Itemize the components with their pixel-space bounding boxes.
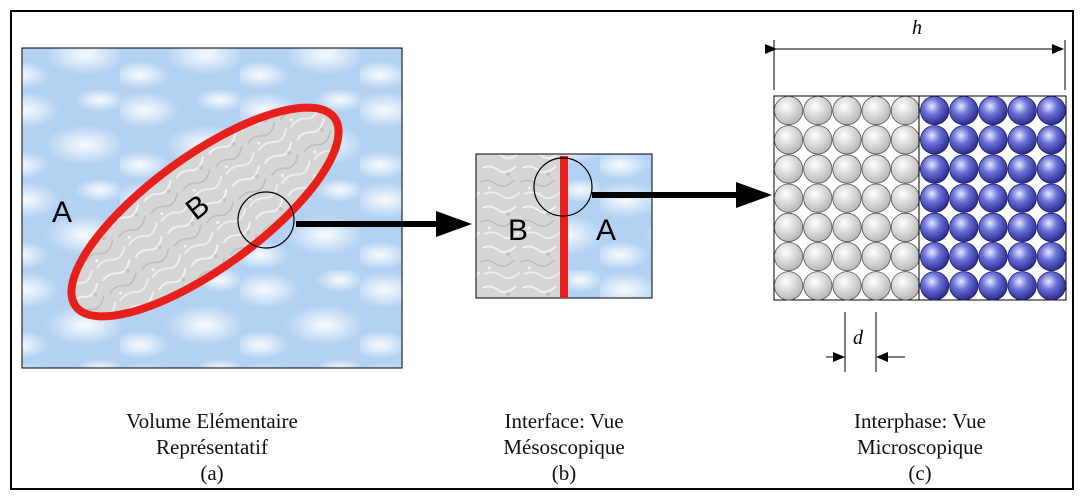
arrow-right-icon xyxy=(592,182,772,208)
particle-blue xyxy=(949,183,979,213)
particle-grey xyxy=(861,242,891,272)
particle-blue xyxy=(949,154,979,184)
particle-blue xyxy=(1007,125,1037,155)
particle-blue xyxy=(949,125,979,155)
particle-grey xyxy=(803,242,833,272)
caption-c-tag: (c) xyxy=(908,461,932,485)
particle-grey xyxy=(832,96,862,126)
dimension-d-label: d xyxy=(853,327,864,349)
particle-grey xyxy=(861,154,891,184)
arrow-right-icon xyxy=(296,211,472,237)
caption-b-line2: Mésoscopique xyxy=(503,435,625,459)
particle-grey xyxy=(832,154,862,184)
panel-a-rve: A B xyxy=(21,47,403,369)
particle-blue xyxy=(919,242,950,272)
particle-blue xyxy=(919,212,950,242)
particle-blue xyxy=(919,183,950,213)
particle-grey xyxy=(890,154,921,184)
particle-blue xyxy=(949,96,979,126)
particle-grey xyxy=(890,212,921,242)
particle-grey xyxy=(832,125,862,155)
particle-blue xyxy=(978,125,1008,155)
caption-a-tag: (a) xyxy=(200,461,224,485)
particle-grey xyxy=(832,183,862,213)
particle-grey xyxy=(861,271,891,301)
particle-grey xyxy=(773,125,804,155)
particle-blue xyxy=(1036,183,1067,213)
particle-blue xyxy=(978,212,1008,242)
interface-side-a xyxy=(564,154,652,298)
zoom-circle-icon xyxy=(533,157,593,217)
particle-grey xyxy=(861,212,891,242)
particle-blue xyxy=(1007,242,1037,272)
caption-c-line1: Interphase: Vue xyxy=(854,409,986,433)
caption-c: Interphase: Vue Microscopique (c) xyxy=(780,408,1060,486)
dimension-h-label: h xyxy=(912,17,922,39)
particle-grey xyxy=(890,271,921,301)
particle-grey xyxy=(803,183,833,213)
particle-grey xyxy=(803,271,833,301)
particle-blue xyxy=(1007,96,1037,126)
inclusion-ellipse xyxy=(67,103,343,321)
particle-grey xyxy=(890,242,921,272)
particle-grey xyxy=(861,183,891,213)
label-matrix-a: A xyxy=(52,196,72,229)
particle-grey xyxy=(832,271,862,301)
particle-blue xyxy=(919,125,950,155)
caption-b: Interface: Vue Mésoscopique (b) xyxy=(444,408,684,486)
particle-grey xyxy=(890,96,921,126)
particle-blue xyxy=(1007,271,1037,301)
particle-grey xyxy=(773,183,804,213)
particle-blue xyxy=(949,242,979,272)
label-a: A xyxy=(596,214,616,247)
zoom-circle-icon xyxy=(237,191,295,249)
particle-blue xyxy=(1036,154,1067,184)
particle-blue xyxy=(978,96,1008,126)
particle-blue xyxy=(1036,96,1067,126)
interface-side-b xyxy=(476,154,564,298)
particle-blue xyxy=(919,96,950,126)
particle-grey xyxy=(773,242,804,272)
panel-b-interface: B A xyxy=(475,153,653,299)
particle-grid xyxy=(773,96,1067,301)
particle-grey xyxy=(861,96,891,126)
particle-grey xyxy=(832,212,862,242)
particle-grey xyxy=(890,183,921,213)
particle-grey xyxy=(803,96,833,126)
particle-grey xyxy=(773,271,804,301)
caption-a-line2: Représentatif xyxy=(156,435,268,459)
particle-blue xyxy=(978,271,1008,301)
particle-blue xyxy=(978,242,1008,272)
particle-blue xyxy=(1036,125,1067,155)
caption-a-line1: Volume Elémentaire xyxy=(126,409,298,433)
particle-blue xyxy=(1007,154,1037,184)
caption-b-line1: Interface: Vue xyxy=(504,409,624,433)
particle-blue xyxy=(1036,212,1067,242)
particle-grey xyxy=(861,125,891,155)
label-b: B xyxy=(508,214,528,247)
particle-grey xyxy=(803,154,833,184)
caption-b-tag: (b) xyxy=(551,461,577,485)
particle-grey xyxy=(832,242,862,272)
particle-blue xyxy=(1036,242,1067,272)
panel-c-interphase: h d xyxy=(765,17,1067,372)
particle-blue xyxy=(1007,183,1037,213)
particle-blue xyxy=(1007,212,1037,242)
particle-grey xyxy=(890,125,921,155)
particle-grey xyxy=(773,154,804,184)
caption-a: Volume Elémentaire Représentatif (a) xyxy=(42,408,382,486)
particle-blue xyxy=(1036,271,1067,301)
caption-c-line2: Microscopique xyxy=(857,435,983,459)
particle-grey xyxy=(773,96,804,126)
particle-blue xyxy=(949,271,979,301)
particle-grey xyxy=(803,125,833,155)
particle-blue xyxy=(919,154,950,184)
particle-blue xyxy=(919,271,950,301)
particle-blue xyxy=(978,154,1008,184)
particle-grey xyxy=(773,212,804,242)
particle-grey xyxy=(803,212,833,242)
particle-blue xyxy=(949,212,979,242)
particle-blue xyxy=(978,183,1008,213)
